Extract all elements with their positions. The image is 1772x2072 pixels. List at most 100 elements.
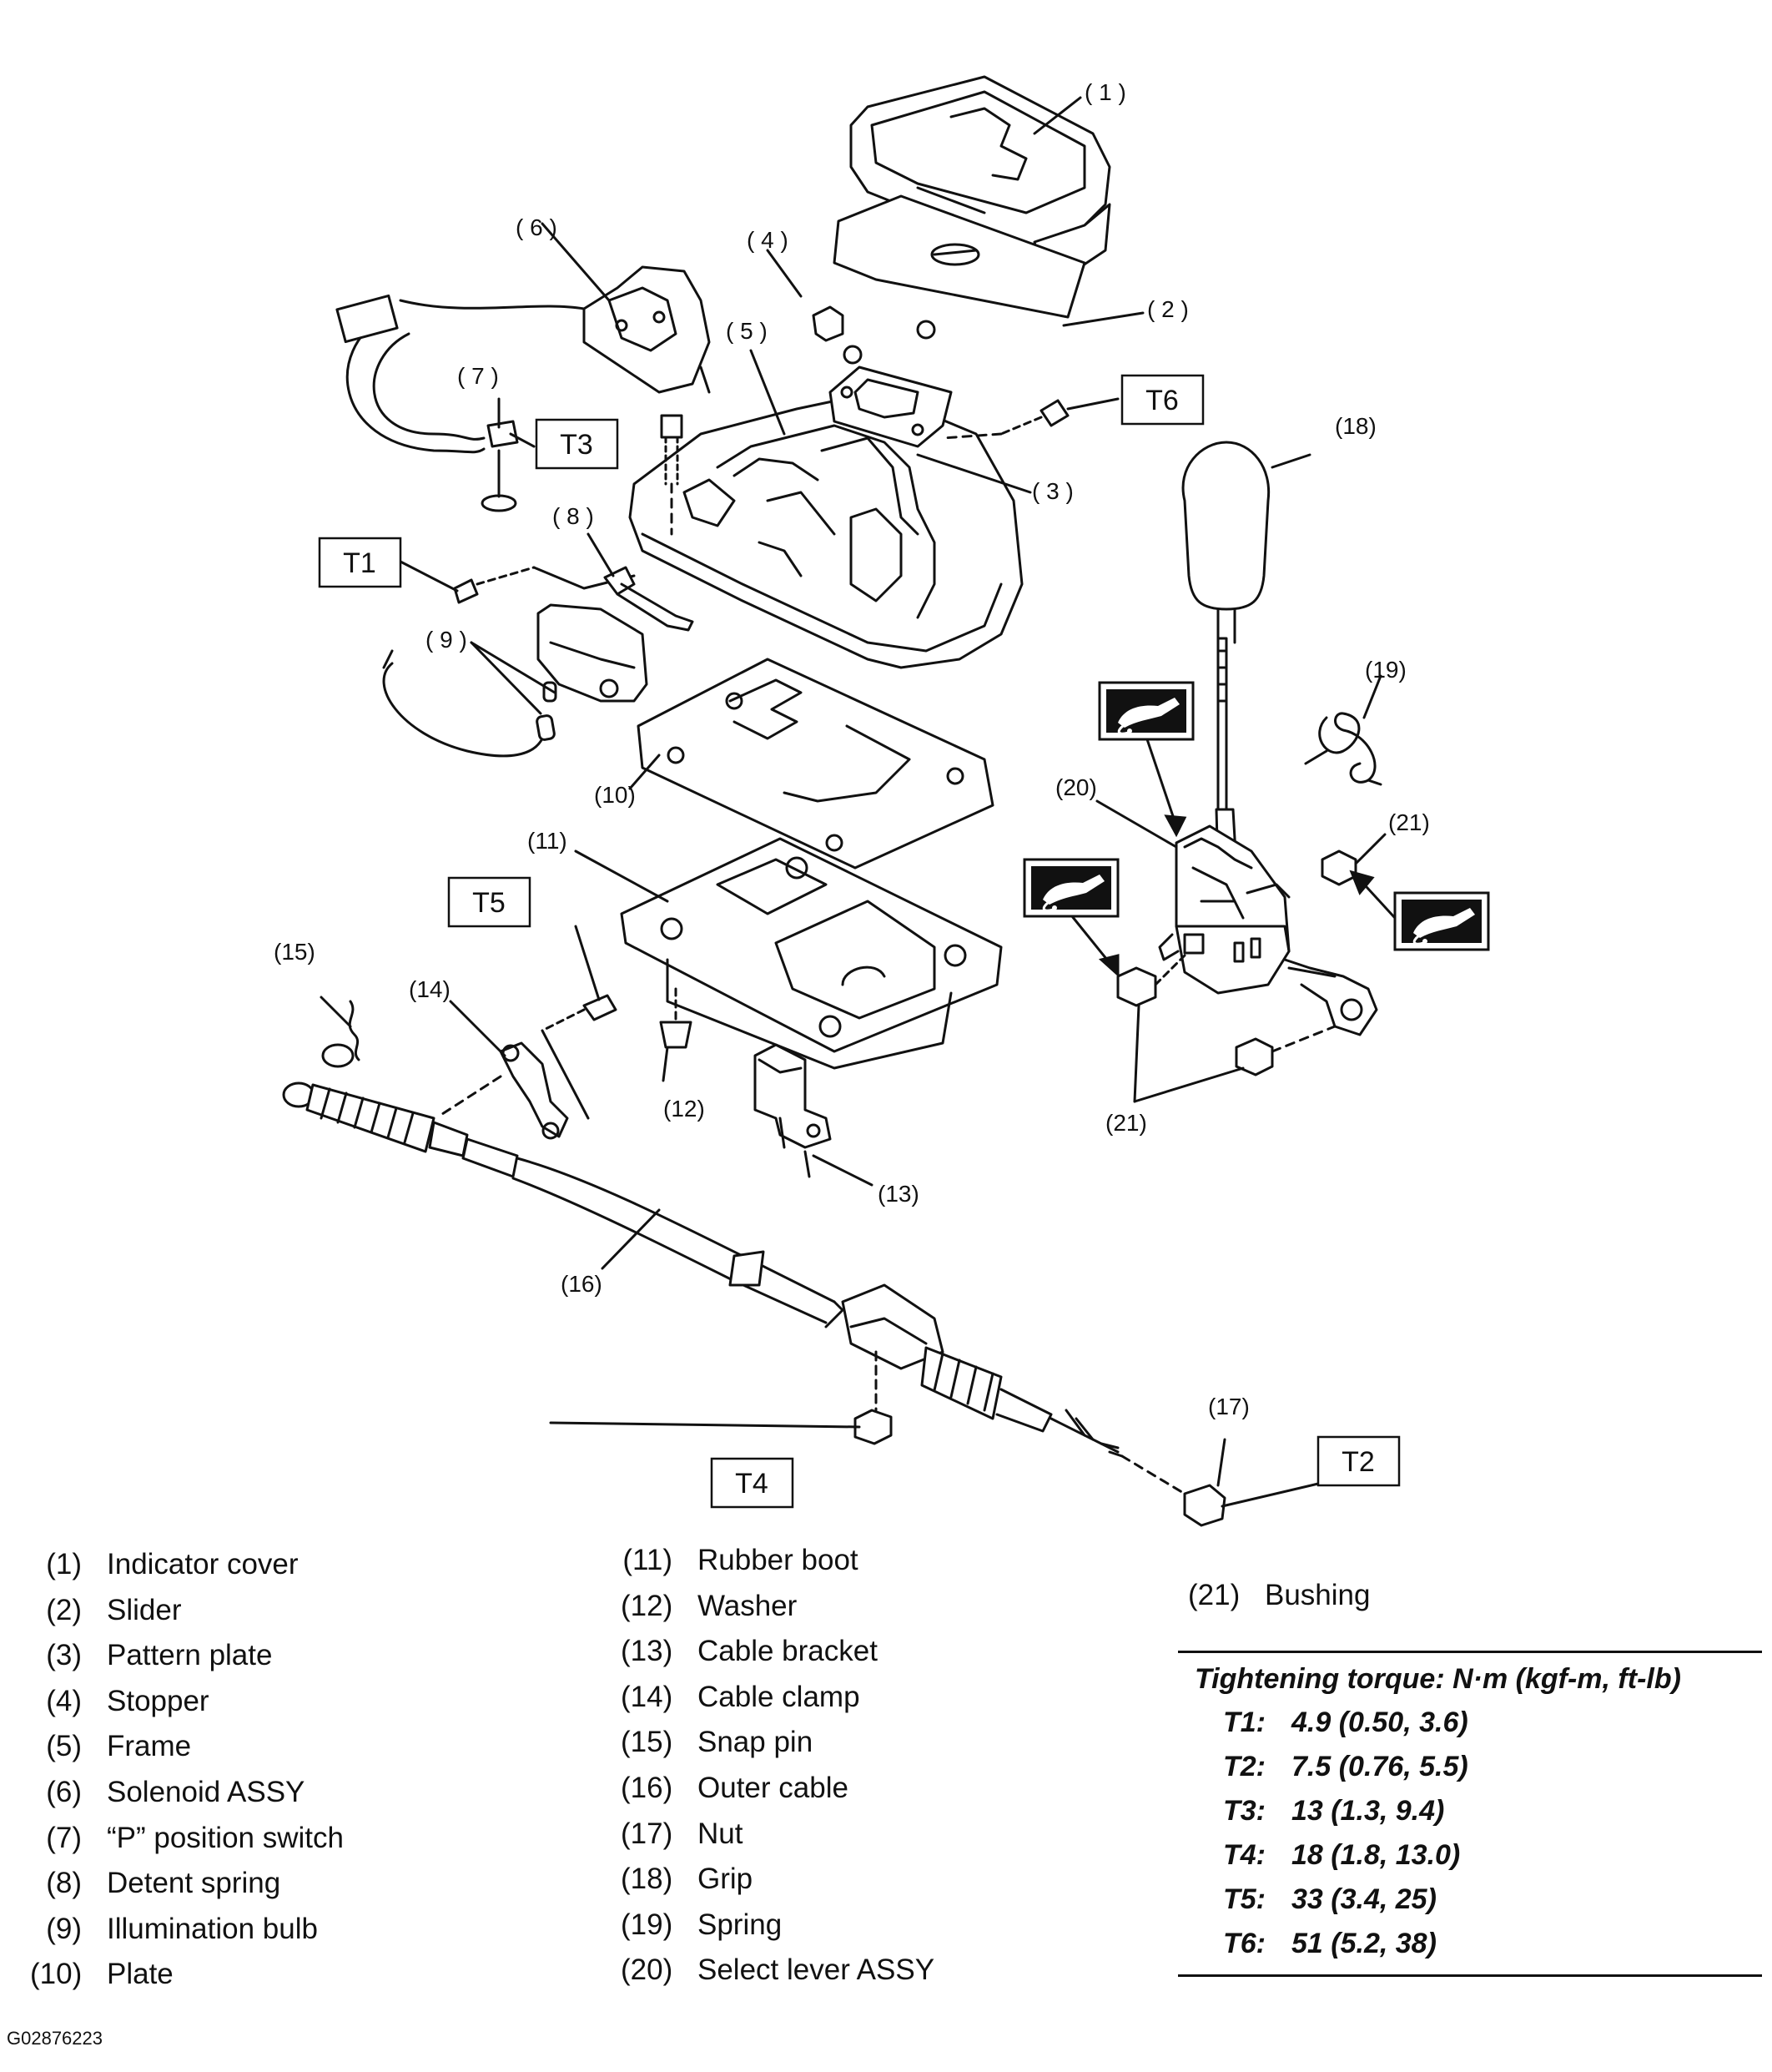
legend-item-number: (4) — [46, 1684, 82, 1717]
exploded-diagram: T1 T2 T3 T4 T5 T6 ( 1 ) ( 2 ) ( 3 ) ( 4 … — [274, 75, 1490, 1527]
legend-item-number: (19) — [621, 1908, 673, 1941]
torque-box-T2-label: T2 — [1342, 1446, 1375, 1478]
figure-code: G02876223 — [7, 2028, 103, 2049]
callout-18: (18) — [1335, 413, 1377, 439]
torque-table: Tightening torque: N·m (kgf-m, ft-lb) T1… — [1178, 1651, 1762, 1977]
legend-item: (7)“P” position switch — [30, 1816, 344, 1862]
legend-item-label: Cable clamp — [697, 1680, 860, 1713]
p-position-switch — [481, 420, 519, 512]
legend-item-label: Select lever ASSY — [697, 1954, 935, 1987]
torque-box-T5-label: T5 — [472, 887, 506, 919]
bushings — [1116, 849, 1357, 1076]
legend-item-number: (18) — [621, 1863, 673, 1896]
legend-column-3: (21)Bushing — [1188, 1573, 1370, 1619]
grip — [1181, 441, 1271, 644]
torque-key: T3: — [1223, 1795, 1266, 1827]
callout-1: ( 1 ) — [1085, 79, 1126, 105]
legend-item-number: (17) — [621, 1817, 673, 1850]
torque-table-row: T2: 7.5 (0.76, 5.5) — [1178, 1745, 1762, 1789]
torque-key: T2: — [1223, 1751, 1266, 1782]
grease-gun-icon — [1393, 891, 1490, 951]
legend-item-label: Snap pin — [697, 1726, 813, 1759]
callout-15: (15) — [274, 939, 315, 965]
callout-4: ( 4 ) — [747, 227, 788, 253]
legend-item-label: Grip — [697, 1863, 753, 1896]
grease-arrows — [1070, 739, 1397, 978]
legend-item: (18) Grip — [621, 1857, 934, 1903]
torque-value: 18 (1.8, 13.0) — [1291, 1839, 1461, 1871]
callout-20: (20) — [1055, 774, 1097, 800]
callout-3: ( 3 ) — [1032, 478, 1074, 504]
rubber-boot — [620, 837, 1003, 1070]
torque-box-T5: T5 — [447, 876, 531, 928]
legend-item: (2) Slider — [30, 1588, 344, 1634]
legend-item: (9)Illumination bulb — [30, 1907, 344, 1953]
legend-item-number: (21) — [1188, 1579, 1241, 1611]
callout-6: ( 6 ) — [516, 214, 557, 240]
torque-value: 13 (1.3, 9.4) — [1291, 1795, 1445, 1827]
legend-item: (1)Indicator cover — [30, 1542, 344, 1588]
torque-value: 51 (5.2, 38) — [1291, 1928, 1437, 1959]
legend-item-label: Nut — [697, 1817, 743, 1850]
torque-key: T5: — [1223, 1883, 1266, 1915]
legend-item: (13) Cable bracket — [621, 1629, 934, 1675]
legend-item-number: (13) — [621, 1635, 673, 1668]
t5-bolt — [541, 994, 617, 1032]
legend-item-number: (1) — [46, 1548, 82, 1580]
legend-item-number: (3) — [46, 1639, 82, 1672]
legend-item-number: (8) — [46, 1867, 82, 1900]
t1-screw — [453, 566, 636, 604]
spring — [1304, 712, 1382, 786]
torque-box-T1-label: T1 — [343, 547, 376, 579]
plate — [637, 658, 994, 870]
callout-17: (17) — [1208, 1394, 1250, 1419]
torque-table-row: T1:4.9 (0.50, 3.6) — [1178, 1701, 1762, 1745]
callout-5: ( 5 ) — [726, 318, 768, 344]
legend-item: (11)Rubber boot — [621, 1538, 934, 1584]
legend-item-number: (5) — [46, 1730, 82, 1763]
stopper — [766, 249, 844, 342]
torque-table-row: T5:33 (3.4, 25) — [1178, 1878, 1762, 1922]
legend-item-number: (16) — [621, 1771, 673, 1804]
callout-12: (12) — [663, 1096, 705, 1122]
torque-table-row: T6:51 (5.2, 38) — [1178, 1922, 1762, 1966]
torque-table-rows: T1:4.9 (0.50, 3.6) T2: 7.5 (0.76, 5.5) T3: 1… — [1178, 1701, 1762, 1974]
legend-item-label: Cable bracket — [697, 1635, 878, 1668]
washer — [659, 987, 692, 1049]
cable-clamp — [440, 1029, 590, 1140]
legend-item: (14)Cable clamp — [621, 1675, 934, 1721]
legend-column-2: (11)Rubber boot(12)Washer(13)Cable brack… — [621, 1538, 934, 1994]
callout-16: (16) — [561, 1271, 602, 1297]
illumination-bulb — [382, 649, 557, 758]
torque-table-row: T3: 13 (1.3, 9.4) — [1178, 1789, 1762, 1833]
torque-value: 7.5 (0.76, 5.5) — [1291, 1751, 1468, 1782]
legend-item-label: Slider — [107, 1593, 182, 1626]
torque-value: 4.9 (0.50, 3.6) — [1291, 1707, 1468, 1738]
legend-item-label: Illumination bulb — [107, 1912, 318, 1945]
parts-drawing — [282, 75, 1387, 1527]
legend-item: (17) Nut — [621, 1812, 934, 1858]
torque-table-header: Tightening torque: N·m (kgf-m, ft-lb) — [1195, 1663, 1681, 1695]
torque-box-T1: T1 — [318, 537, 402, 588]
legend-item-label: Solenoid ASSY — [107, 1775, 305, 1808]
torque-box-T6-label: T6 — [1145, 385, 1179, 416]
frame — [628, 391, 1024, 669]
callout-19: (19) — [1365, 657, 1407, 683]
legend-item: (21)Bushing — [1188, 1573, 1370, 1619]
torque-box-T3-label: T3 — [560, 429, 593, 461]
legend-item: (4)Stopper — [30, 1679, 344, 1725]
callout-8: ( 8 ) — [552, 503, 594, 529]
callout-13: (13) — [878, 1181, 919, 1207]
legend-item: (8) Detent spring — [30, 1861, 344, 1907]
legend-item-label: Frame — [107, 1730, 192, 1763]
legend-item: (3)Pattern plate — [30, 1633, 344, 1679]
slider — [833, 194, 1086, 319]
legend-item-number: (2) — [46, 1593, 82, 1626]
callout-11: (11) — [527, 828, 567, 854]
torque-box-T4: T4 — [710, 1457, 794, 1509]
t6-bolt — [941, 399, 1070, 440]
legend-item-label: Washer — [697, 1589, 798, 1622]
grease-gun-icon — [1098, 681, 1195, 741]
callout-14: (14) — [409, 976, 451, 1002]
legend-item-label: Detent spring — [107, 1867, 281, 1900]
